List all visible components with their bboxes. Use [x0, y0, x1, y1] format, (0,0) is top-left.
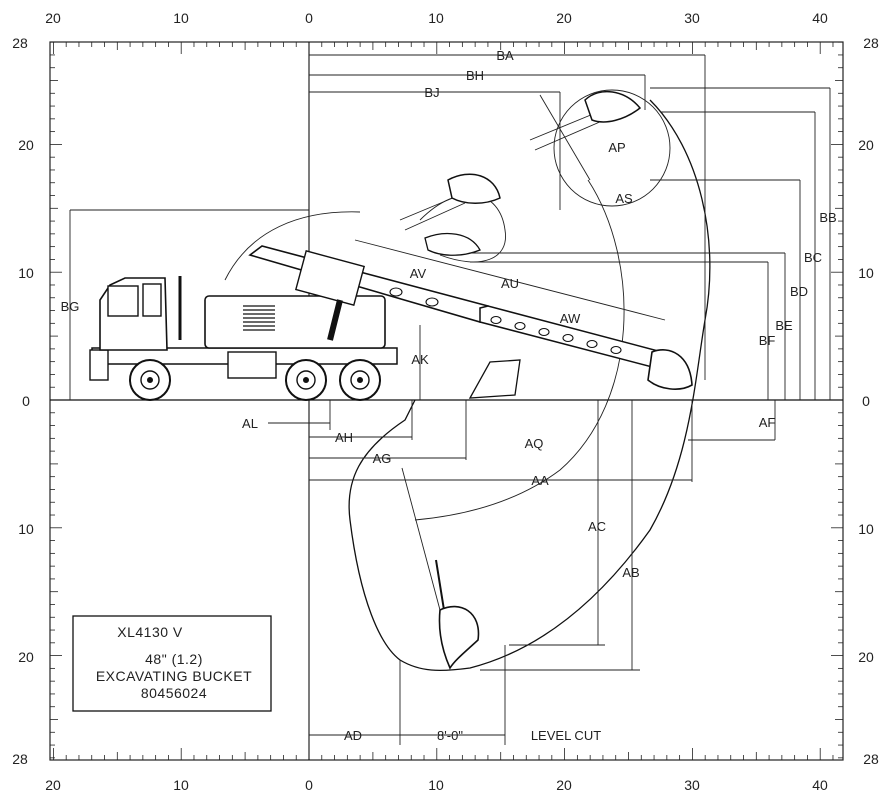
left-tick-label: 28: [12, 751, 28, 767]
dim-label-bd: BD: [790, 284, 808, 299]
dim-label-aw: AW: [560, 311, 581, 326]
boom-dig-position: [401, 467, 480, 670]
left-tick-label: 0: [22, 393, 30, 409]
top-tick-label: 10: [173, 10, 189, 26]
dim-label-ah: AH: [335, 430, 353, 445]
right-tick-label: 28: [863, 35, 879, 51]
bottom-tick-label: 10: [428, 777, 444, 793]
right-tick-label: 28: [863, 751, 879, 767]
level-cut-label: LEVEL CUT: [531, 728, 601, 743]
model-name: XL4130 V: [117, 624, 183, 640]
dim-label-ag: AG: [373, 451, 392, 466]
boom-support: [327, 299, 343, 341]
truck-bumper: [89, 349, 109, 381]
top-tick-label: 10: [428, 10, 444, 26]
right-tick-label: 20: [858, 649, 874, 665]
left-tick-label: 28: [12, 35, 28, 51]
top-tick-label: 20: [556, 10, 572, 26]
left-tick-label: 20: [18, 649, 34, 665]
bottom-axis-labels: 20 10 0 10 20 30 40: [45, 777, 828, 793]
dim-label-be: BE: [775, 318, 793, 333]
dim-label-aq: AQ: [525, 436, 544, 451]
dim-label-ak: AK: [411, 352, 429, 367]
dim-label-ba: BA: [496, 48, 514, 63]
dim-label-ad: AD: [344, 728, 362, 743]
boom-holes: [389, 287, 622, 355]
bottom-tick-label: 10: [173, 777, 189, 793]
front-wheel: [129, 359, 171, 401]
dim-label-ac: AC: [588, 519, 606, 534]
right-axis-labels: 28 20 10 0 10 20 28: [858, 35, 879, 767]
bottom-tick-label: 20: [45, 777, 61, 793]
dim-label-au: AU: [501, 276, 519, 291]
superstructure: [204, 295, 386, 349]
dim-label-bh: BH: [466, 68, 484, 83]
bottom-tick-label: 0: [305, 777, 313, 793]
right-tick-label: 20: [858, 137, 874, 153]
dim-label-ab: AB: [622, 565, 639, 580]
swing-arc: [224, 211, 361, 281]
boom-raised-position: [399, 173, 501, 256]
cab-window: [107, 285, 139, 317]
bottom-tick-label: 30: [684, 777, 700, 793]
right-tick-label: 0: [862, 393, 870, 409]
fuel-tank: [227, 351, 277, 379]
dim-label-bg: BG: [61, 299, 80, 314]
top-tick-label: 20: [45, 10, 61, 26]
reach-envelope: [348, 99, 711, 672]
right-tick-label: 10: [858, 265, 874, 281]
axis-ticks: [50, 41, 843, 760]
dim-label-af: AF: [759, 415, 776, 430]
bucket-ground: [468, 359, 521, 399]
left-tick-label: 10: [18, 265, 34, 281]
part-number: 80456024: [141, 685, 207, 701]
top-tick-label: 0: [305, 10, 313, 26]
top-axis-labels: 20 10 0 10 20 30 40: [45, 10, 828, 26]
bottom-tick-label: 40: [812, 777, 828, 793]
engine-grille: [243, 305, 275, 331]
left-tick-label: 20: [18, 137, 34, 153]
dim-label-al: AL: [242, 416, 258, 431]
left-axis-labels: 28 20 10 0 10 20 28: [12, 35, 34, 767]
dimension-labels: BA BH BJ BB BC BD BE BF BG AP AS AV AU A…: [61, 48, 837, 743]
boom: [248, 245, 693, 399]
dim-label-bf: BF: [759, 333, 776, 348]
dim-label-bc: BC: [804, 250, 822, 265]
dimension-lines: [69, 54, 831, 745]
top-tick-label: 40: [812, 10, 828, 26]
bottom-tick-label: 20: [556, 777, 572, 793]
bucket-type: EXCAVATING BUCKET: [96, 668, 252, 684]
dim-label-as: AS: [615, 191, 633, 206]
boom-max-position: [529, 90, 642, 151]
bucket-curl-arc: [553, 89, 671, 207]
dim-label-bb: BB: [819, 210, 836, 225]
bucket-extended: [647, 349, 693, 390]
dim-label-av: AV: [410, 266, 427, 281]
left-tick-label: 10: [18, 521, 34, 537]
rear-wheel: [285, 359, 327, 401]
dim-label-ap: AP: [608, 140, 625, 155]
diagram-frame: [49, 41, 844, 761]
rear-wheel: [339, 359, 381, 401]
right-tick-label: 10: [858, 521, 874, 537]
bucket-size: 48" (1.2): [145, 651, 203, 667]
dim-label-bj: BJ: [424, 85, 439, 100]
top-tick-label: 30: [684, 10, 700, 26]
model-info-box: XL4130 V 48" (1.2) EXCAVATING BUCKET 804…: [72, 615, 272, 712]
level-length-label: 8'-0": [437, 728, 463, 743]
cab-window: [142, 283, 162, 317]
boom-cylinder: [294, 250, 366, 306]
info-box-border: [72, 615, 272, 712]
dim-label-aa: AA: [531, 473, 549, 488]
